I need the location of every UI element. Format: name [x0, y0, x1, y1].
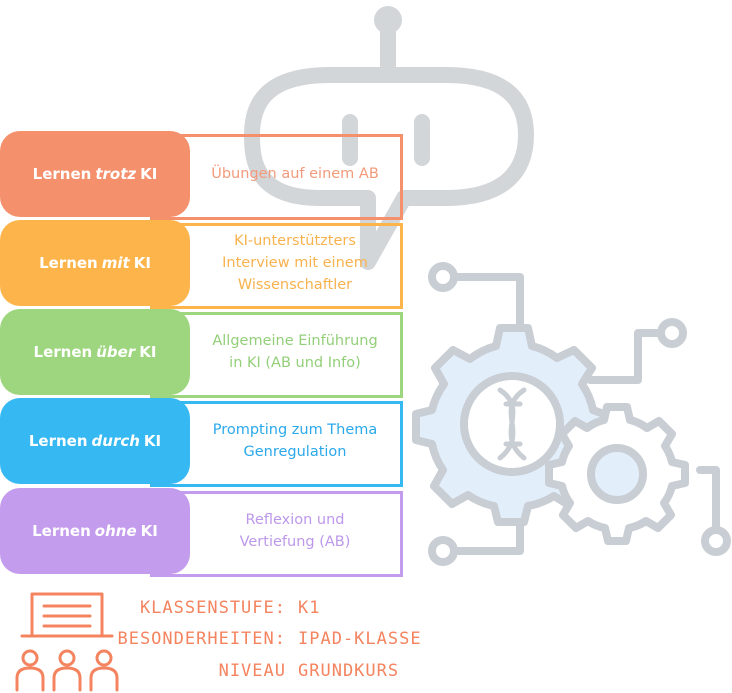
mode-keyword: ohne — [94, 522, 137, 540]
mode-keyword: mit — [101, 254, 130, 272]
info-value: iPad-Klasse — [298, 629, 422, 649]
mode-keyword: trotz — [95, 165, 137, 183]
mode-prefix: Lernen — [32, 522, 91, 540]
info-row-besonderheiten: Besonderheiten: iPad-Klasse — [0, 629, 732, 653]
mode-keyword: durch — [91, 432, 140, 450]
info-key: Klassenstufe: — [139, 598, 286, 618]
gears-dna-icon — [412, 262, 731, 566]
mode-prefix: Lernen — [28, 432, 88, 450]
mode-description: KI-unterstützters Interview mit einem Wi… — [222, 233, 368, 293]
mode-description: Übungen auf einem AB — [211, 166, 379, 182]
info-key: Niveau — [218, 661, 286, 681]
description-frame — [150, 312, 403, 398]
description-frame — [150, 491, 403, 577]
description-frame — [150, 134, 403, 220]
info-row-klassenstufe: Klassenstufe: K1 — [0, 598, 732, 622]
mode-suffix: KI — [139, 343, 157, 361]
mode-prefix: Lernen — [39, 254, 98, 272]
mode-suffix: KI — [140, 522, 158, 540]
mode-suffix: KI — [143, 432, 162, 450]
classroom-icon — [15, 592, 119, 692]
mode-prefix: Lernen — [32, 165, 92, 183]
info-value: K1 — [298, 598, 321, 618]
mode-suffix: KI — [140, 165, 158, 183]
mode-description: Reflexion und Vertiefung (AB) — [239, 512, 351, 550]
info-value: Grundkurs — [298, 661, 400, 681]
mode-description: Prompting zum Thema Genregulation — [212, 422, 378, 460]
mode-suffix: KI — [133, 254, 151, 272]
mode-prefix: Lernen — [33, 343, 93, 361]
description-frame — [150, 223, 403, 309]
info-row-niveau: Niveau Grundkurs — [0, 661, 732, 685]
mode-description: Allgemeine Einführung in KI (AB und Info… — [212, 333, 378, 371]
info-key: Besonderheiten: — [117, 629, 286, 649]
course-info: Klassenstufe: K1 Besonderheiten: iPad-Kl… — [0, 598, 732, 688]
description-frame — [150, 401, 403, 487]
robot-chat-icon — [244, 6, 534, 270]
mode-keyword: über — [96, 343, 136, 361]
